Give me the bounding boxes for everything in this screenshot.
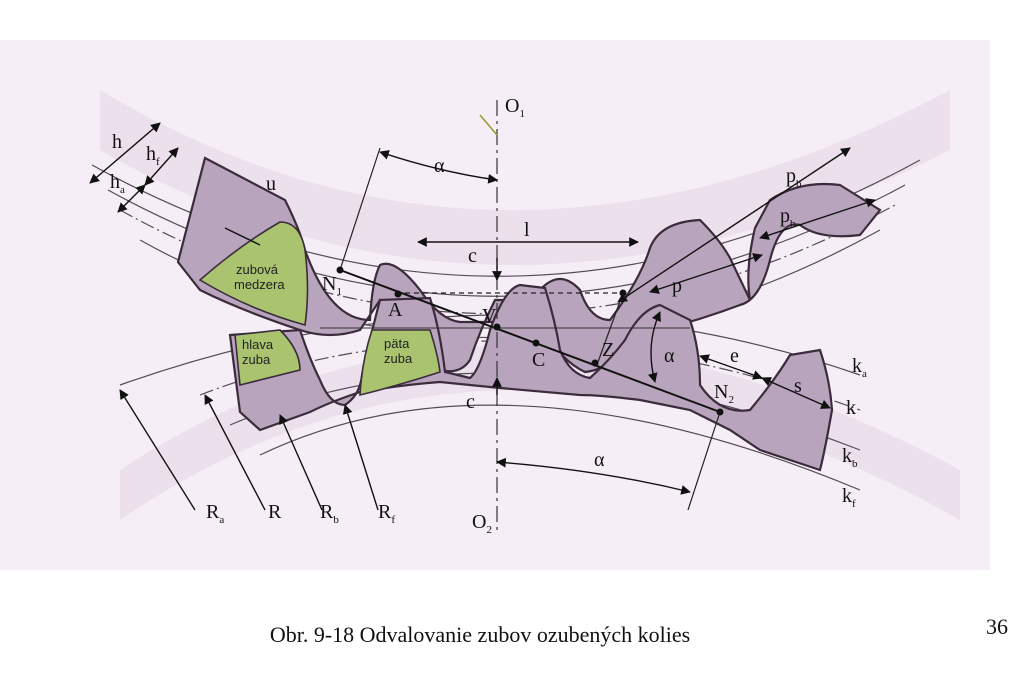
label-c-top: c: [468, 245, 477, 267]
label-hf: hf: [146, 143, 160, 168]
label-pb-lower: pb: [780, 205, 796, 230]
label-z: Z: [602, 339, 614, 361]
label-l: l: [524, 219, 530, 241]
label-kf: kf: [842, 485, 856, 510]
label-n2: N2: [714, 381, 734, 406]
label-hlava: hlava: [242, 337, 274, 352]
tooth-space-highlight: [198, 221, 309, 327]
diagram-labels: O1 O2 h hf ha u α l c c zubová medzera N…: [110, 95, 867, 536]
radius-arrows: [119, 227, 379, 511]
label-medzera: medzera: [234, 277, 285, 292]
label-ha: ha: [110, 171, 125, 196]
z-vertical: [597, 292, 624, 363]
label-o2: O2: [472, 511, 492, 536]
key-points: [336, 266, 724, 416]
label-n1: N1: [322, 273, 342, 298]
label-zuba-head: zuba: [242, 352, 271, 367]
label-v: V: [482, 305, 497, 327]
label-p: p: [672, 275, 682, 297]
label-ra: Ra: [206, 501, 224, 526]
pressure-angle-ref-bottom: [687, 411, 721, 511]
label-e: e: [730, 345, 739, 367]
line-of-action: [339, 269, 721, 413]
dimension-lines: [89, 122, 876, 495]
label-c-bottom: c: [466, 391, 475, 413]
pressure-angle-ref-top: [339, 147, 381, 271]
label-s: s: [794, 375, 802, 397]
label-h: h: [112, 131, 122, 153]
label-alpha-bottom: α: [594, 449, 605, 471]
label-alpha-mid: α: [664, 345, 675, 367]
tooth-head-highlight: [234, 329, 301, 387]
label-pb-upper: pb: [786, 165, 802, 190]
label-o1: O1: [505, 95, 525, 120]
label-kb: kb: [842, 445, 858, 470]
label-ka: ka: [852, 355, 867, 380]
label-rf: Rf: [378, 501, 395, 526]
label-k: k: [846, 397, 856, 419]
tooth-root-highlight: [359, 329, 441, 397]
highlighted-regions: [198, 221, 441, 397]
figure-caption: Obr. 9-18 Odvalovanie zubov ozubených ko…: [269, 622, 691, 647]
label-c: C: [532, 349, 545, 371]
label-pata: päta: [384, 336, 410, 351]
label-u: u: [266, 173, 276, 195]
lower-gear-band: [120, 345, 960, 520]
label-zubova: zubová: [236, 262, 279, 277]
label-rb: Rb: [320, 501, 339, 526]
pitch-point-leader: [479, 114, 498, 136]
label-a: A: [388, 299, 403, 321]
label-r: R: [268, 501, 282, 523]
page-number: 36: [986, 614, 1008, 639]
label-zuba-root: zuba: [384, 351, 413, 366]
label-alpha-top: α: [434, 155, 445, 177]
